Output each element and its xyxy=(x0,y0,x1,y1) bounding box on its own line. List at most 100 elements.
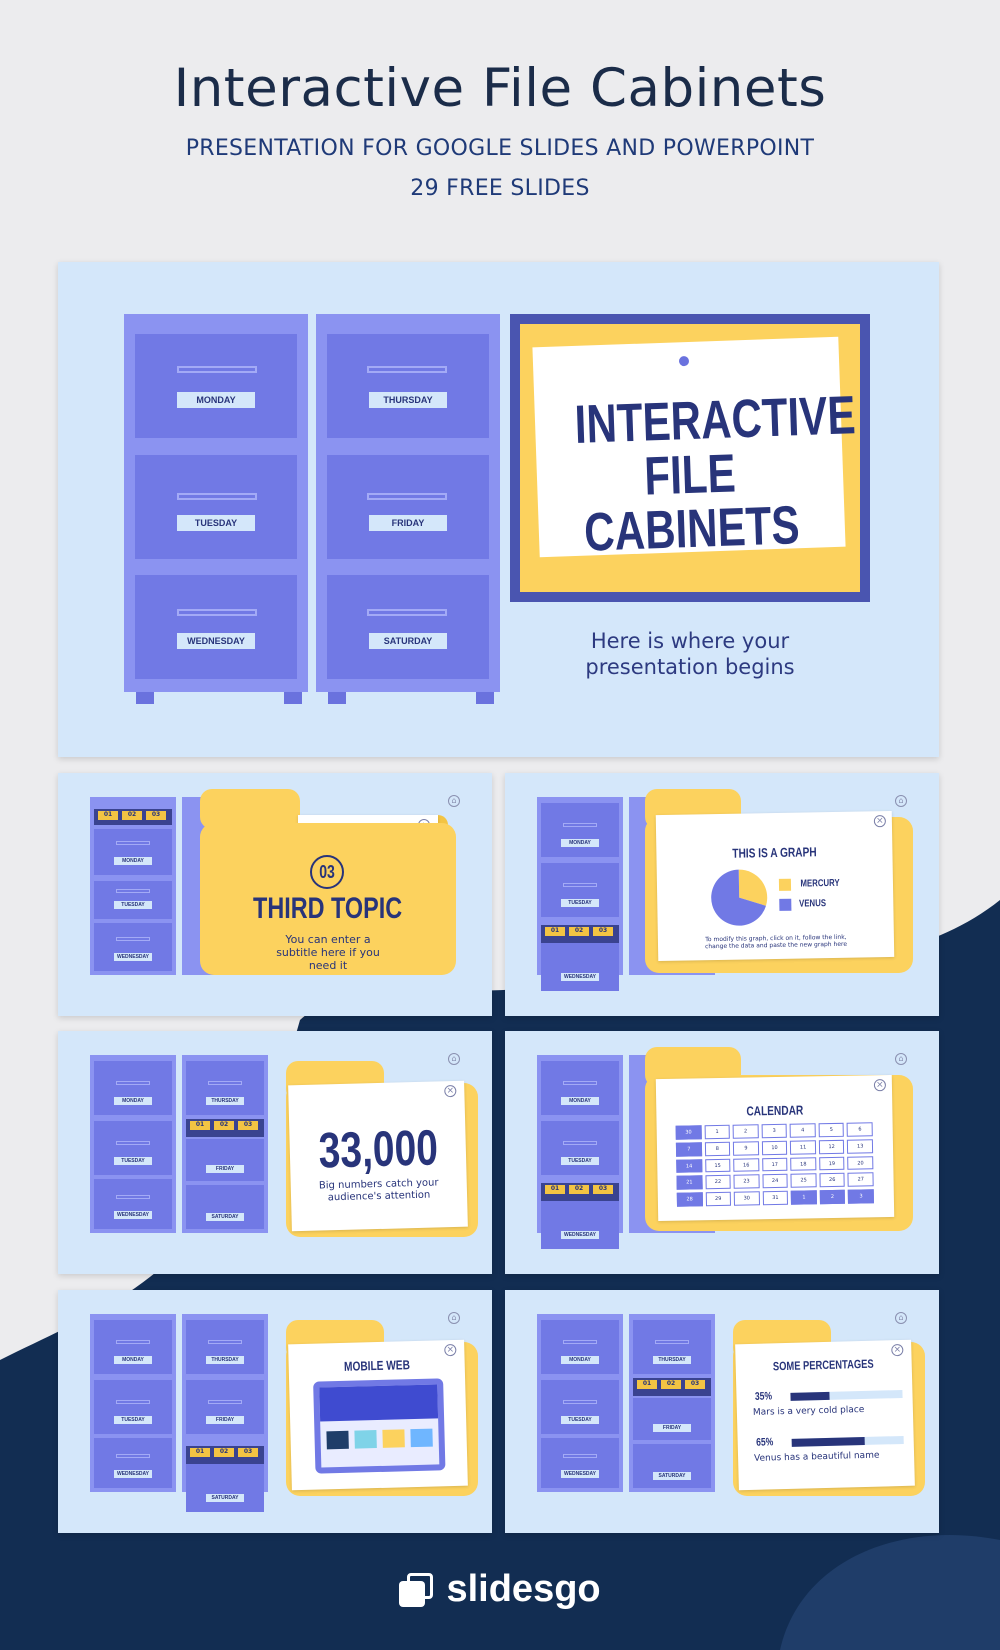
close-icon[interactable]: × xyxy=(873,815,886,828)
calendar-day: 27 xyxy=(847,1172,874,1187)
close-icon[interactable]: × xyxy=(891,1343,904,1357)
file-cabinet: MONDAY TUESDAY WEDNESDAY xyxy=(90,1314,176,1492)
percent-value: 35% xyxy=(754,1390,773,1403)
calendar-day: 10 xyxy=(761,1140,788,1155)
drawer: TUESDAY xyxy=(135,455,297,559)
drawer-label: TUESDAY xyxy=(114,1416,152,1424)
drawer-label: SATURDAY xyxy=(206,1494,244,1502)
slide-count: 29 FREE SLIDES xyxy=(410,176,590,201)
drawer-label: TUESDAY xyxy=(177,515,255,531)
drawer-label: WEDNESDAY xyxy=(561,1470,599,1478)
legend-venus: VENUS xyxy=(799,898,827,910)
cabinet-foot xyxy=(328,692,346,704)
page-title: Interactive File Cabinets xyxy=(173,58,827,119)
drawer-label: THURSDAY xyxy=(653,1356,691,1364)
folder-tab: 01 xyxy=(545,1185,565,1194)
progress-fill xyxy=(791,1436,865,1447)
calendar-day: 23 xyxy=(733,1174,760,1189)
home-icon[interactable]: ⌂ xyxy=(895,1053,907,1065)
mobile-web-slide-preview[interactable]: MONDAY TUESDAY WEDNESDAY THURSDAY FRIDAY… xyxy=(58,1290,492,1533)
calendar-day: 20 xyxy=(847,1155,874,1171)
close-icon[interactable]: × xyxy=(873,1079,887,1092)
legend-mercury: MERCURY xyxy=(800,877,840,890)
calendar-day: 3 xyxy=(761,1123,788,1139)
folder-tab: 01 xyxy=(98,811,118,820)
calendar-day: 8 xyxy=(704,1141,731,1156)
topic-number: 03 xyxy=(319,862,335,882)
mobile-web-title: MOBILE WEB xyxy=(343,1357,410,1374)
home-icon[interactable]: ⌂ xyxy=(895,795,907,807)
home-icon[interactable]: ⌂ xyxy=(448,795,460,807)
folder-tab: 01 xyxy=(637,1380,657,1389)
drawer-label: MONDAY xyxy=(114,857,152,865)
file-cabinet: 01 02 03 MONDAY TUESDAY WEDNESDAY xyxy=(90,797,176,975)
folder-tab: 02 xyxy=(214,1121,234,1130)
slidesgo-wordmark: slidesgo xyxy=(446,1568,601,1610)
legend-swatch-venus xyxy=(779,898,792,911)
main-slide-preview[interactable]: MONDAY TUESDAY WEDNESDAY THURSDAY FRIDAY… xyxy=(58,262,939,757)
calendar-day: 29 xyxy=(705,1191,732,1207)
open-drawer: 01 02 03 xyxy=(186,1446,264,1464)
pie-chart xyxy=(711,869,768,926)
cabinet-foot xyxy=(136,692,154,704)
graph-card: × THIS IS A GRAPH MERCURY VENUS To modif… xyxy=(655,810,895,962)
folder-front xyxy=(200,823,456,975)
cabinet-foot xyxy=(476,692,494,704)
calendar-day: 2 xyxy=(819,1189,846,1205)
folder-tab: 02 xyxy=(569,1185,589,1194)
calendar-day: 16 xyxy=(733,1157,760,1173)
calendar-day: 9 xyxy=(733,1141,759,1156)
percentages-slide-preview[interactable]: MONDAY TUESDAY WEDNESDAY THURSDAY 01 02 … xyxy=(505,1290,939,1533)
percent-value: 65% xyxy=(755,1436,774,1449)
calendar-day: 4 xyxy=(789,1123,816,1138)
calendar-day: 3 xyxy=(848,1189,874,1204)
graph-title: THIS IS A GRAPH xyxy=(732,844,817,861)
calendar-day: 12 xyxy=(818,1139,845,1154)
drawer-label: THURSDAY xyxy=(206,1097,244,1105)
folder-tab: 03 xyxy=(238,1121,258,1130)
drawer-label: SATURDAY xyxy=(369,633,447,649)
folder-tab: 01 xyxy=(190,1448,210,1457)
home-icon[interactable]: ⌂ xyxy=(895,1312,907,1324)
folder-tab: 02 xyxy=(122,811,142,820)
drawer-label: THURSDAY xyxy=(206,1356,244,1364)
calendar-slide-preview[interactable]: MONDAY TUESDAY 01 02 03 WEDNESDAY ⌂ × CA… xyxy=(505,1031,939,1274)
main-tagline: Here is where your presentation begins xyxy=(585,629,795,679)
home-icon[interactable]: ⌂ xyxy=(448,1312,460,1324)
close-icon[interactable]: × xyxy=(444,1343,457,1357)
calendar-title: CALENDAR xyxy=(745,1102,803,1119)
drawer-label: MONDAY xyxy=(177,392,255,408)
title-note: INTERACTIVE FILE CABINETS xyxy=(532,336,856,563)
topic-number-badge: 03 xyxy=(310,855,344,889)
topic-slide-preview[interactable]: 01 02 03 MONDAY TUESDAY WEDNESDAY ⌂ › 03… xyxy=(58,773,492,1016)
file-cabinet: THURSDAY 01 02 03 FRIDAY SATURDAY xyxy=(182,1055,268,1233)
page-subtitle: PRESENTATION FOR GOOGLE SLIDES AND POWER… xyxy=(185,136,815,161)
folder-tab: 02 xyxy=(569,927,589,936)
calendar-day: 18 xyxy=(790,1156,817,1172)
calendar-day: 30 xyxy=(675,1125,702,1140)
mobile-web-card: × MOBILE WEB xyxy=(288,1339,468,1491)
open-drawer: 01 02 03 xyxy=(541,1183,619,1201)
graph-slide-preview[interactable]: MONDAY TUESDAY 01 02 03 WEDNESDAY ⌂ × TH… xyxy=(505,773,939,1016)
calendar-day: 28 xyxy=(676,1192,703,1207)
open-drawer: 01 02 03 xyxy=(94,809,172,825)
main-title-line2: FILE CABINETS xyxy=(583,443,801,563)
big-number-slide-preview[interactable]: MONDAY TUESDAY WEDNESDAY THURSDAY 01 02 … xyxy=(58,1031,492,1274)
folder-tab: 01 xyxy=(545,927,565,936)
close-icon[interactable]: × xyxy=(444,1084,457,1098)
drawer-label: SATURDAY xyxy=(653,1472,691,1480)
drawer-label: THURSDAY xyxy=(369,392,447,408)
drawer: WEDNESDAY xyxy=(135,575,297,679)
calendar-day: 19 xyxy=(819,1156,845,1171)
drawer-label: MONDAY xyxy=(561,1356,599,1364)
percent-text: Mars is a very cold place xyxy=(752,1404,865,1418)
home-icon[interactable]: ⌂ xyxy=(448,1053,460,1065)
progress-track xyxy=(790,1389,903,1401)
drawer-label: TUESDAY xyxy=(561,899,599,907)
calendar-day: 21 xyxy=(676,1175,703,1190)
calendar-day: 2 xyxy=(732,1124,759,1139)
drawer: MONDAY xyxy=(135,334,297,438)
calendar-day: 7 xyxy=(675,1142,702,1157)
folder-tab: 03 xyxy=(238,1448,258,1457)
